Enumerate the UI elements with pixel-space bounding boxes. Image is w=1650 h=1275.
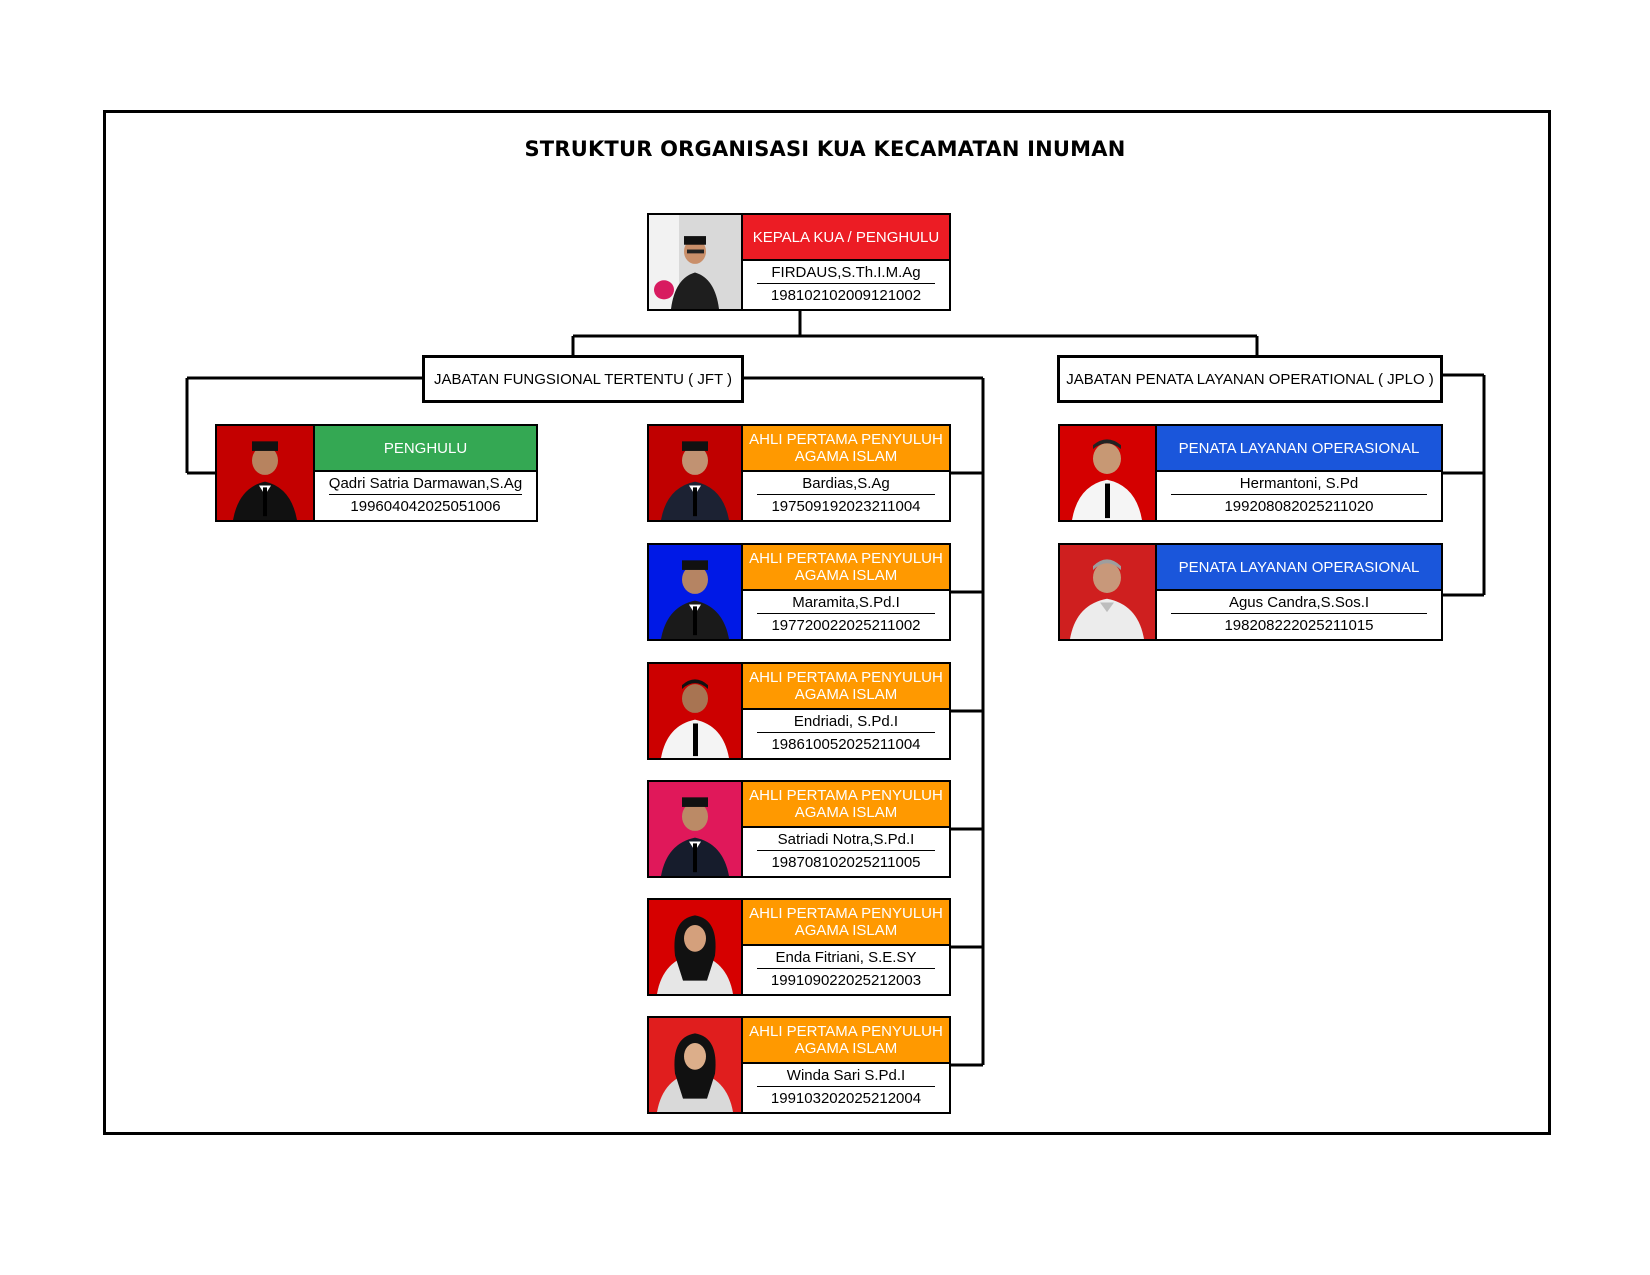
photo-operasional: [1060, 426, 1157, 520]
info-block: Endriadi, S.Pd.I 198610052025211004: [743, 710, 949, 758]
photo-operasional: [1060, 545, 1157, 639]
person-nip: 198208222025211015: [1224, 617, 1374, 634]
divider: [1171, 613, 1427, 614]
info-block: Agus Candra,S.Sos.I 198208222025211015: [1157, 591, 1441, 639]
divider: [757, 494, 935, 495]
person-nip: 197720022025211002: [771, 617, 921, 634]
divider: [757, 283, 935, 284]
chart-frame: [103, 110, 1551, 1135]
person-name: Winda Sari S.Pd.I: [786, 1067, 906, 1084]
card-penyuluh: AHLI PERTAMA PENYULUH AGAMA ISLAM Bardia…: [647, 424, 951, 522]
person-nip: 197509192023211004: [771, 498, 921, 515]
role-header: AHLI PERTAMA PENYULUH AGAMA ISLAM: [743, 900, 949, 946]
person-name: Agus Candra,S.Sos.I: [1228, 594, 1370, 611]
card-penyuluh: AHLI PERTAMA PENYULUH AGAMA ISLAM Enda F…: [647, 898, 951, 996]
person-nip: 199208082025211020: [1224, 498, 1374, 515]
group-jplo: JABATAN PENATA LAYANAN OPERATIONAL ( JPL…: [1057, 355, 1443, 403]
info-block: Enda Fitriani, S.E.SY 199109022025212003: [743, 946, 949, 994]
divider: [329, 494, 522, 495]
photo-penyuluh: [649, 545, 743, 639]
photo-penghulu: [217, 426, 315, 520]
page-title: STRUKTUR ORGANISASI KUA KECAMATAN INUMAN: [524, 137, 1126, 161]
person-nip: 199103202025212004: [770, 1090, 922, 1107]
person-name: Enda Fitriani, S.E.SY: [775, 949, 917, 966]
role-header: PENATA LAYANAN OPERASIONAL: [1157, 426, 1441, 472]
person-nip: 199604042025051006: [350, 498, 501, 515]
photo-penyuluh: [649, 664, 743, 758]
card-penyuluh: AHLI PERTAMA PENYULUH AGAMA ISLAM Winda …: [647, 1016, 951, 1114]
person-nip: 198708102025211005: [771, 854, 921, 871]
info-block: Maramita,S.Pd.I 197720022025211002: [743, 591, 949, 639]
info-block: Qadri Satria Darmawan,S.Ag 1996040420250…: [315, 472, 536, 520]
photo-penyuluh: [649, 426, 743, 520]
role-header: AHLI PERTAMA PENYULUH AGAMA ISLAM: [743, 782, 949, 828]
person-name: FIRDAUS,S.Th.I.M.Ag: [771, 264, 921, 281]
person-name: Satriadi Notra,S.Pd.I: [777, 831, 915, 848]
info-block: Winda Sari S.Pd.I 199103202025212004: [743, 1064, 949, 1112]
role-header: KEPALA KUA / PENGHULU: [743, 215, 949, 261]
person-name: Hermantoni, S.Pd: [1239, 475, 1359, 492]
card-operasional: PENATA LAYANAN OPERASIONAL Hermantoni, S…: [1058, 424, 1443, 522]
photo-penyuluh: [649, 1018, 743, 1112]
card-penyuluh: AHLI PERTAMA PENYULUH AGAMA ISLAM Satria…: [647, 780, 951, 878]
info-block: FIRDAUS,S.Th.I.M.Ag 198102102009121002: [743, 261, 949, 309]
person-nip: 198610052025211004: [771, 736, 921, 753]
photo-kepala-kua: [649, 215, 743, 309]
info-block: Hermantoni, S.Pd 199208082025211020: [1157, 472, 1441, 520]
card-penyuluh: AHLI PERTAMA PENYULUH AGAMA ISLAM Endria…: [647, 662, 951, 760]
divider: [757, 1086, 935, 1087]
person-nip: 198102102009121002: [770, 287, 922, 304]
group-jft: JABATAN FUNGSIONAL TERTENTU ( JFT ): [422, 355, 744, 403]
person-name: Maramita,S.Pd.I: [792, 594, 900, 611]
card-penghulu: PENGHULU Qadri Satria Darmawan,S.Ag 1996…: [215, 424, 538, 522]
card-kepala-kua: KEPALA KUA / PENGHULU FIRDAUS,S.Th.I.M.A…: [647, 213, 951, 311]
role-header: PENGHULU: [315, 426, 536, 472]
divider: [1171, 494, 1427, 495]
photo-penyuluh: [649, 900, 743, 994]
info-block: Bardias,S.Ag 197509192023211004: [743, 472, 949, 520]
person-name: Qadri Satria Darmawan,S.Ag: [328, 475, 523, 492]
divider: [757, 968, 935, 969]
role-header: AHLI PERTAMA PENYULUH AGAMA ISLAM: [743, 426, 949, 472]
info-block: Satriadi Notra,S.Pd.I 198708102025211005: [743, 828, 949, 876]
role-header: PENATA LAYANAN OPERASIONAL: [1157, 545, 1441, 591]
divider: [757, 732, 935, 733]
card-penyuluh: AHLI PERTAMA PENYULUH AGAMA ISLAM Marami…: [647, 543, 951, 641]
person-name: Endriadi, S.Pd.I: [793, 713, 899, 730]
role-header: AHLI PERTAMA PENYULUH AGAMA ISLAM: [743, 664, 949, 710]
divider: [757, 850, 935, 851]
role-header: AHLI PERTAMA PENYULUH AGAMA ISLAM: [743, 1018, 949, 1064]
person-name: Bardias,S.Ag: [802, 475, 890, 492]
card-operasional: PENATA LAYANAN OPERASIONAL Agus Candra,S…: [1058, 543, 1443, 641]
divider: [757, 613, 935, 614]
role-header: AHLI PERTAMA PENYULUH AGAMA ISLAM: [743, 545, 949, 591]
photo-penyuluh: [649, 782, 743, 876]
person-nip: 199109022025212003: [770, 972, 922, 989]
